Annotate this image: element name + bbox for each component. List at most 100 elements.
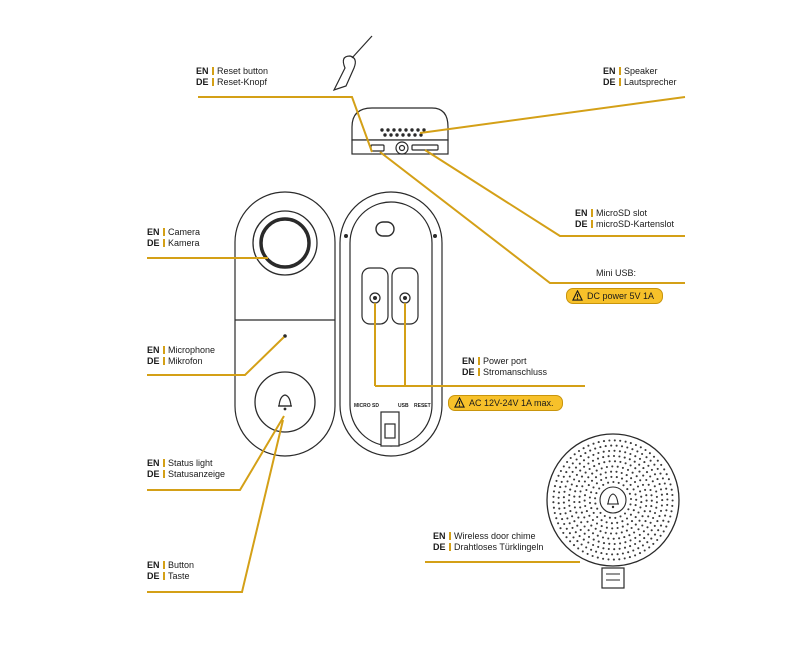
grille-dot <box>607 481 610 484</box>
grille-dot <box>612 480 615 484</box>
grille-dot <box>599 446 602 449</box>
grille-dot <box>587 541 590 544</box>
grille-dot <box>649 459 652 462</box>
grille-dot <box>633 531 636 534</box>
grille-dot <box>671 493 674 497</box>
grille-dot <box>649 475 652 478</box>
grille-dot <box>662 519 665 522</box>
grille-dot <box>625 529 628 532</box>
grille-dot <box>580 475 584 478</box>
grille-dot <box>595 550 598 553</box>
grille-dot <box>615 470 618 473</box>
grille-dot <box>587 462 590 465</box>
grille-dot <box>597 451 600 455</box>
back-marking-usb: USB <box>398 403 409 409</box>
grille-dot <box>653 511 657 515</box>
grille-dot <box>592 543 595 547</box>
grille-dot <box>646 541 649 544</box>
grille-dot <box>629 452 632 456</box>
grille-dot <box>665 487 668 490</box>
grille-dot <box>629 497 633 501</box>
grille-dot <box>618 547 621 550</box>
doorbell-top-view <box>351 107 449 155</box>
grille-dot <box>578 462 581 465</box>
grille-dot <box>595 492 598 495</box>
grille-dot <box>611 553 614 556</box>
grille-dot <box>557 496 560 499</box>
grille-dot <box>597 545 600 548</box>
grille-dot <box>553 485 557 488</box>
grille-dot <box>590 491 593 494</box>
grille-dot <box>552 490 556 493</box>
grille-dot <box>562 531 565 534</box>
grille-dot <box>575 511 578 514</box>
grille-dot <box>619 439 622 442</box>
grille-dot <box>626 523 629 526</box>
grille-dot <box>621 525 624 528</box>
grille-dot <box>656 459 659 462</box>
grille-dot <box>617 481 620 484</box>
grille-dot <box>614 516 617 519</box>
grille-dot <box>591 459 595 462</box>
grille-dot <box>608 516 611 519</box>
chime-speaker-grille <box>552 439 674 561</box>
grille-dot <box>667 520 670 523</box>
grille-dot <box>647 483 650 486</box>
grille-dot <box>557 522 560 525</box>
speaker-holes <box>380 128 426 137</box>
grille-dot <box>608 542 611 545</box>
grille-dot <box>624 451 627 454</box>
grille-dot <box>612 454 616 458</box>
grille-dot <box>620 471 623 475</box>
grille-dot <box>573 520 576 523</box>
grille-dot <box>591 518 594 522</box>
grille-dot <box>589 449 592 452</box>
grille-dot <box>563 522 566 526</box>
grille-dot <box>565 527 568 530</box>
grille-dot <box>587 444 590 447</box>
grille-dot <box>569 456 572 460</box>
grille-dot <box>593 465 596 468</box>
grille-dot <box>585 510 588 513</box>
grille-dot <box>575 458 578 461</box>
grille-dot <box>568 475 571 478</box>
grille-dot <box>663 468 666 471</box>
grille-dot <box>600 525 603 528</box>
back-marking-reset: RESET <box>414 403 431 409</box>
grille-dot <box>563 490 566 493</box>
grille-dot <box>591 472 594 475</box>
grille-dot <box>655 490 658 493</box>
grille-dot <box>623 456 626 459</box>
grille-dot <box>619 542 622 545</box>
grille-dot <box>666 498 669 501</box>
warning-icon <box>572 290 583 301</box>
grille-dot <box>659 524 663 527</box>
grille-dot <box>563 506 566 510</box>
grille-dot <box>578 501 581 504</box>
grille-dot <box>573 495 576 498</box>
grille-dot <box>607 537 610 540</box>
grille-dot <box>650 499 653 502</box>
grille-dot <box>592 511 595 514</box>
grille-dot <box>628 534 631 537</box>
grille-dot <box>612 537 615 540</box>
grille-dot <box>559 527 562 530</box>
grille-dot <box>588 501 592 504</box>
grille-dot <box>592 486 595 489</box>
grille-dot <box>583 525 586 528</box>
grille-dot <box>655 506 658 509</box>
grille-dot <box>662 530 665 533</box>
sim-pin-icon <box>332 35 373 92</box>
grille-dot <box>646 526 649 529</box>
grille-dot <box>602 542 606 545</box>
grille-dot <box>628 458 631 461</box>
grille-dot <box>613 439 616 442</box>
grille-dot <box>555 517 558 520</box>
grille-dot <box>612 558 615 561</box>
grille-dot <box>644 488 647 491</box>
grille-dot <box>634 493 637 496</box>
grille-dot <box>610 444 613 447</box>
grille-dot <box>639 446 642 449</box>
grille-dot <box>656 538 659 542</box>
grille-dot <box>591 554 594 558</box>
